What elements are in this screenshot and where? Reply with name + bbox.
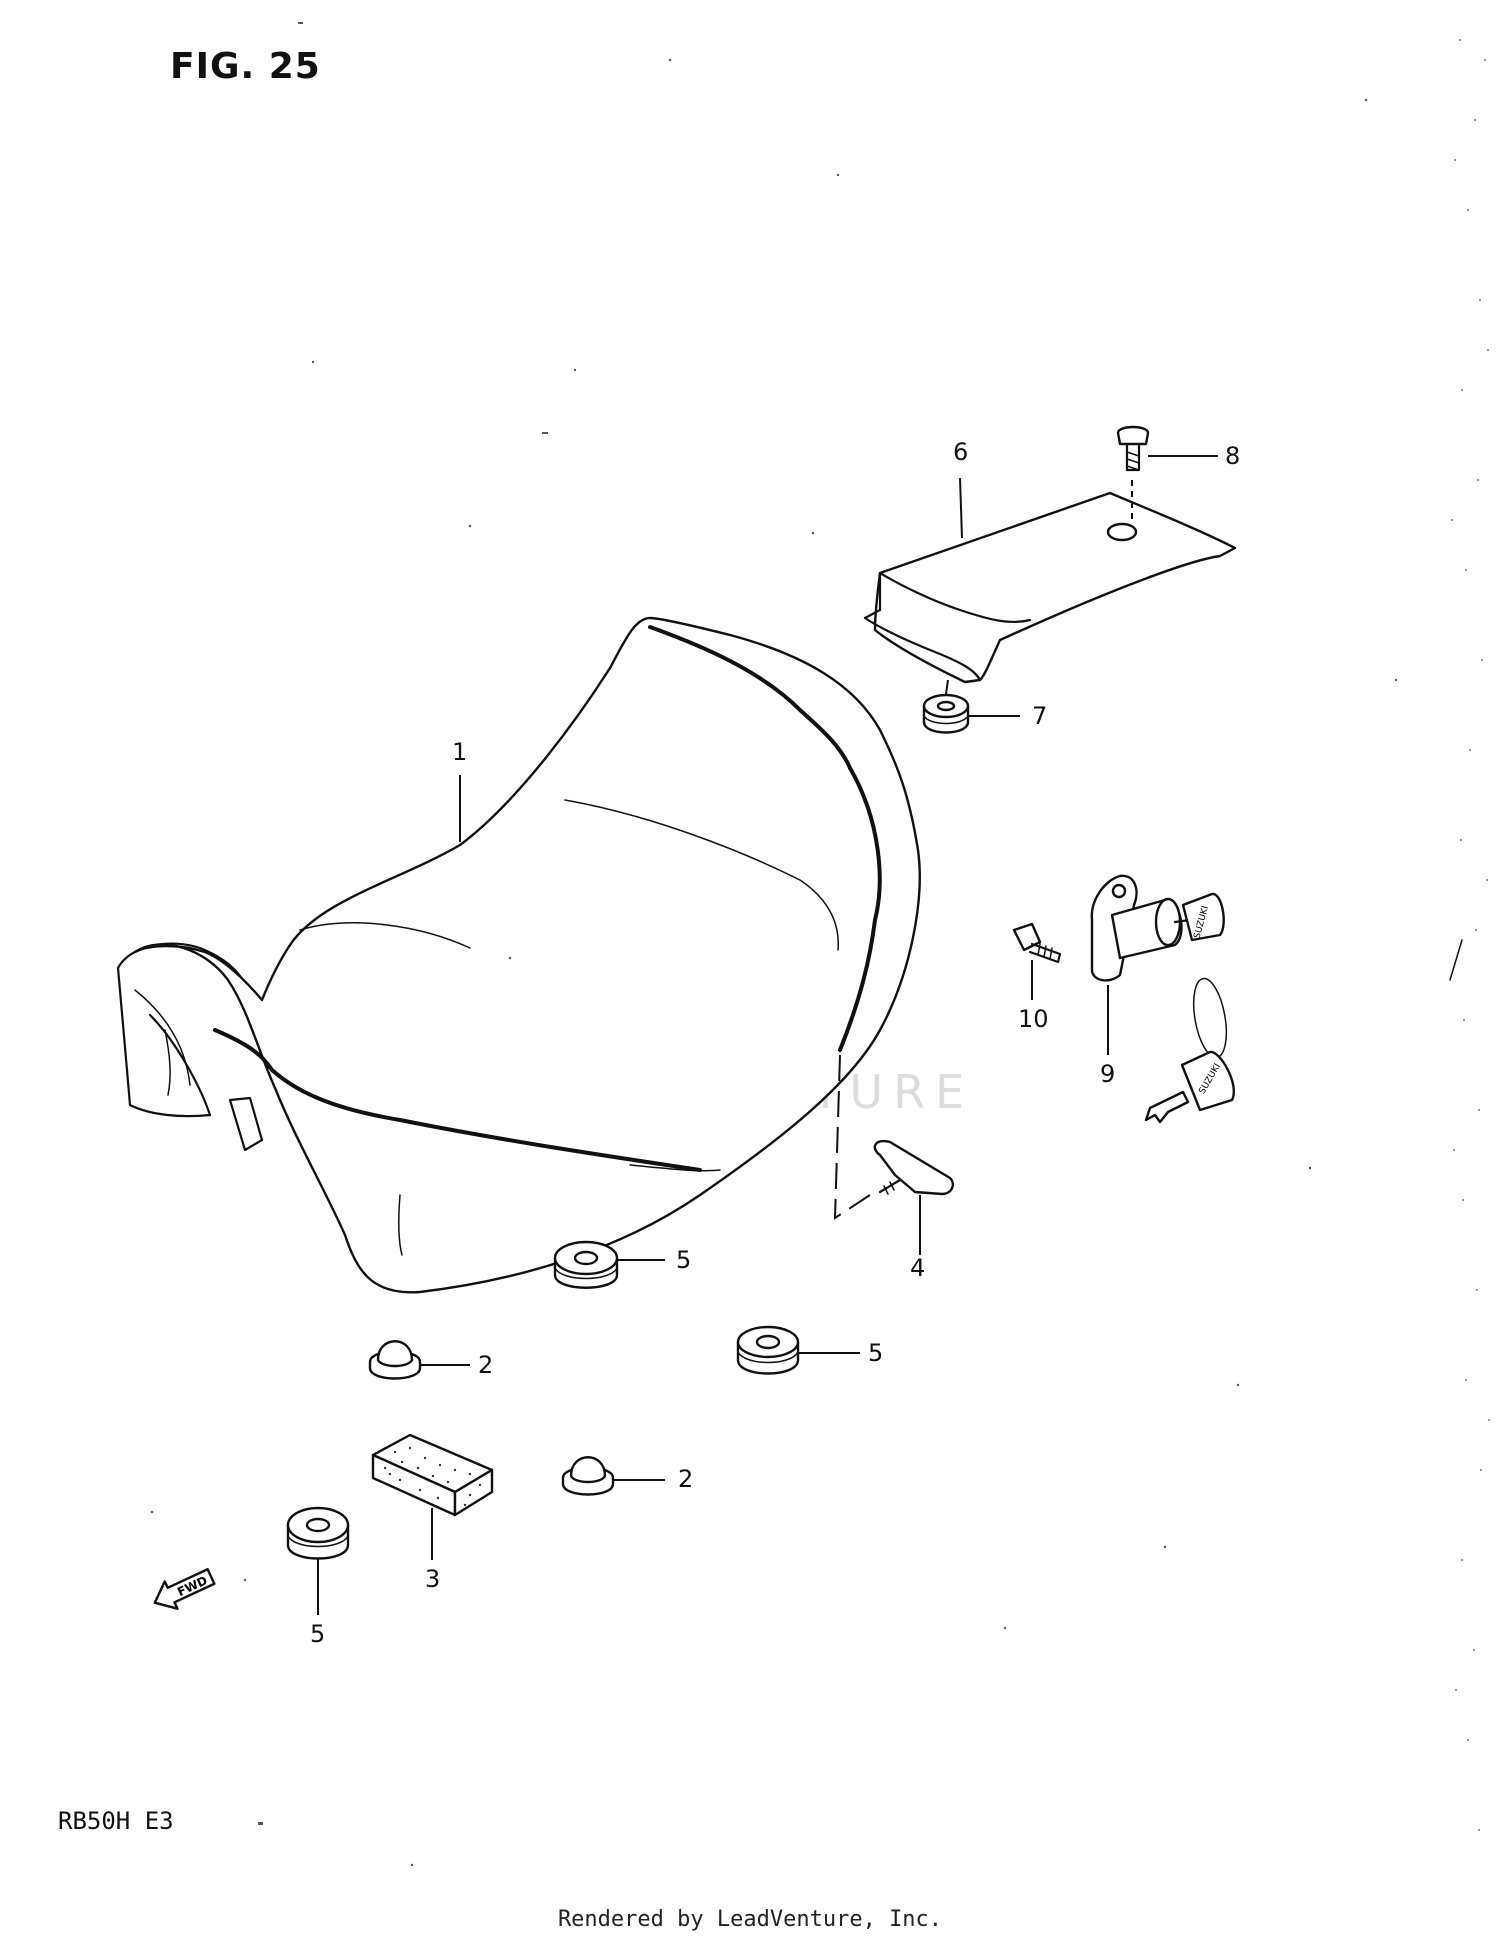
- lock-key-head-2: [1180, 1050, 1235, 1112]
- scan-specks: [150, 22, 1490, 1867]
- seat-bottom-trim: [629, 1164, 721, 1172]
- part-2-bumper-b: [561, 1456, 615, 1496]
- cover-plate-top-edge: [878, 571, 1032, 624]
- callout-8: 8: [1225, 442, 1240, 470]
- callout-7: 7: [1032, 702, 1047, 730]
- seat-front-underside: [148, 1013, 212, 1117]
- callout-5b: 5: [868, 1339, 883, 1367]
- leader-lines: [317, 455, 1218, 1615]
- cushion-7-ring: [923, 715, 969, 725]
- bolt-head: [1116, 425, 1150, 446]
- part-5-cushion-a: [553, 1240, 619, 1289]
- cushion-7-hole: [936, 700, 956, 712]
- clip-4-thread: [883, 1181, 895, 1195]
- callout-1: 1: [452, 738, 467, 766]
- seat-front-crease-top: [299, 922, 471, 949]
- part-10-screw: [1012, 922, 1062, 964]
- lock-key-head-1: [1181, 892, 1225, 942]
- screw-10-thread: [1037, 943, 1053, 960]
- seat-piping-rear: [838, 766, 882, 1052]
- callout-5c: 5: [310, 1620, 325, 1648]
- sponge-texture: [383, 1446, 482, 1507]
- cushion-5c-ring: [287, 1535, 349, 1548]
- clip-4-dashed-axis: [833, 1054, 871, 1220]
- leader-7-up: [945, 679, 949, 695]
- callout-10: 10: [1018, 1005, 1049, 1033]
- part-6-cover-plate: [863, 491, 1237, 684]
- part-4-clip: [833, 1054, 954, 1220]
- seat-bracket: [228, 1096, 264, 1152]
- seat-front-crease-1: [134, 989, 191, 1086]
- sponge-side-face: [453, 1468, 494, 1517]
- cover-plate-bend: [863, 571, 882, 620]
- cover-plate-outline: [873, 491, 1237, 684]
- callout-2a: 2: [478, 1351, 493, 1379]
- callout-2b: 2: [678, 1465, 693, 1493]
- callout-4: 4: [910, 1254, 925, 1282]
- part-5-cushion-b: [736, 1325, 800, 1375]
- seat-piping-top: [648, 625, 852, 770]
- footer-credit: Rendered by LeadVenture, Inc.: [557, 1907, 943, 1932]
- callout-numbers: 1 2 2 3 4 5 5 5 6 7 8 9 10: [310, 438, 1240, 1648]
- callout-9: 9: [1100, 1060, 1115, 1088]
- cushion-5a-ring: [554, 1267, 618, 1280]
- key-blade-2: [1144, 1090, 1190, 1124]
- part-1-seat: [116, 616, 921, 1294]
- cushion-5b-ring: [737, 1351, 799, 1364]
- bumper-2b-dome: [569, 1456, 607, 1484]
- seat-front-crease-2: [164, 1029, 171, 1096]
- part-9-lock-set: SUZUKI SUZUKI: [1090, 874, 1235, 1124]
- callout-3: 3: [425, 1565, 440, 1593]
- callout-6: 6: [953, 438, 968, 466]
- lock-flange-hole: [1111, 883, 1127, 899]
- part-3-sponge: [371, 1433, 494, 1517]
- bumper-2a-dome: [376, 1340, 414, 1368]
- callout-5a: 5: [676, 1246, 691, 1274]
- seat-piping-front: [213, 1028, 702, 1172]
- model-code: RB50H E3: [58, 1807, 174, 1835]
- clip-4-body: [873, 1139, 954, 1196]
- key-ring: [1192, 977, 1228, 1059]
- clip-4-stem: [878, 1178, 902, 1194]
- cushion-5a-hole: [573, 1250, 599, 1266]
- part-8-bolt: [1116, 425, 1150, 522]
- cover-plate-bolt-hole: [1106, 522, 1138, 542]
- seat-front-hump: [116, 942, 242, 978]
- cover-plate-front-lip: [863, 616, 982, 682]
- seat-body-outline: [133, 616, 921, 1294]
- part-7-cushion: [922, 693, 970, 734]
- seat-side-crease: [397, 1194, 403, 1256]
- bolt-thread: [1126, 451, 1140, 471]
- cushion-5c-hole: [305, 1517, 331, 1533]
- figure-title: FIG. 25: [170, 46, 321, 87]
- cushion-5b-hole: [755, 1334, 781, 1350]
- part-5-cushion-c: [286, 1506, 350, 1560]
- leader-6: [959, 477, 963, 539]
- seat-rear-crease: [564, 799, 839, 951]
- part-2-bumper-a: [368, 1340, 422, 1380]
- fwd-direction-arrow: FWD: [153, 1568, 216, 1610]
- fwd-arrow-shape: [153, 1568, 216, 1610]
- seat-front-inner-edge: [116, 966, 212, 1118]
